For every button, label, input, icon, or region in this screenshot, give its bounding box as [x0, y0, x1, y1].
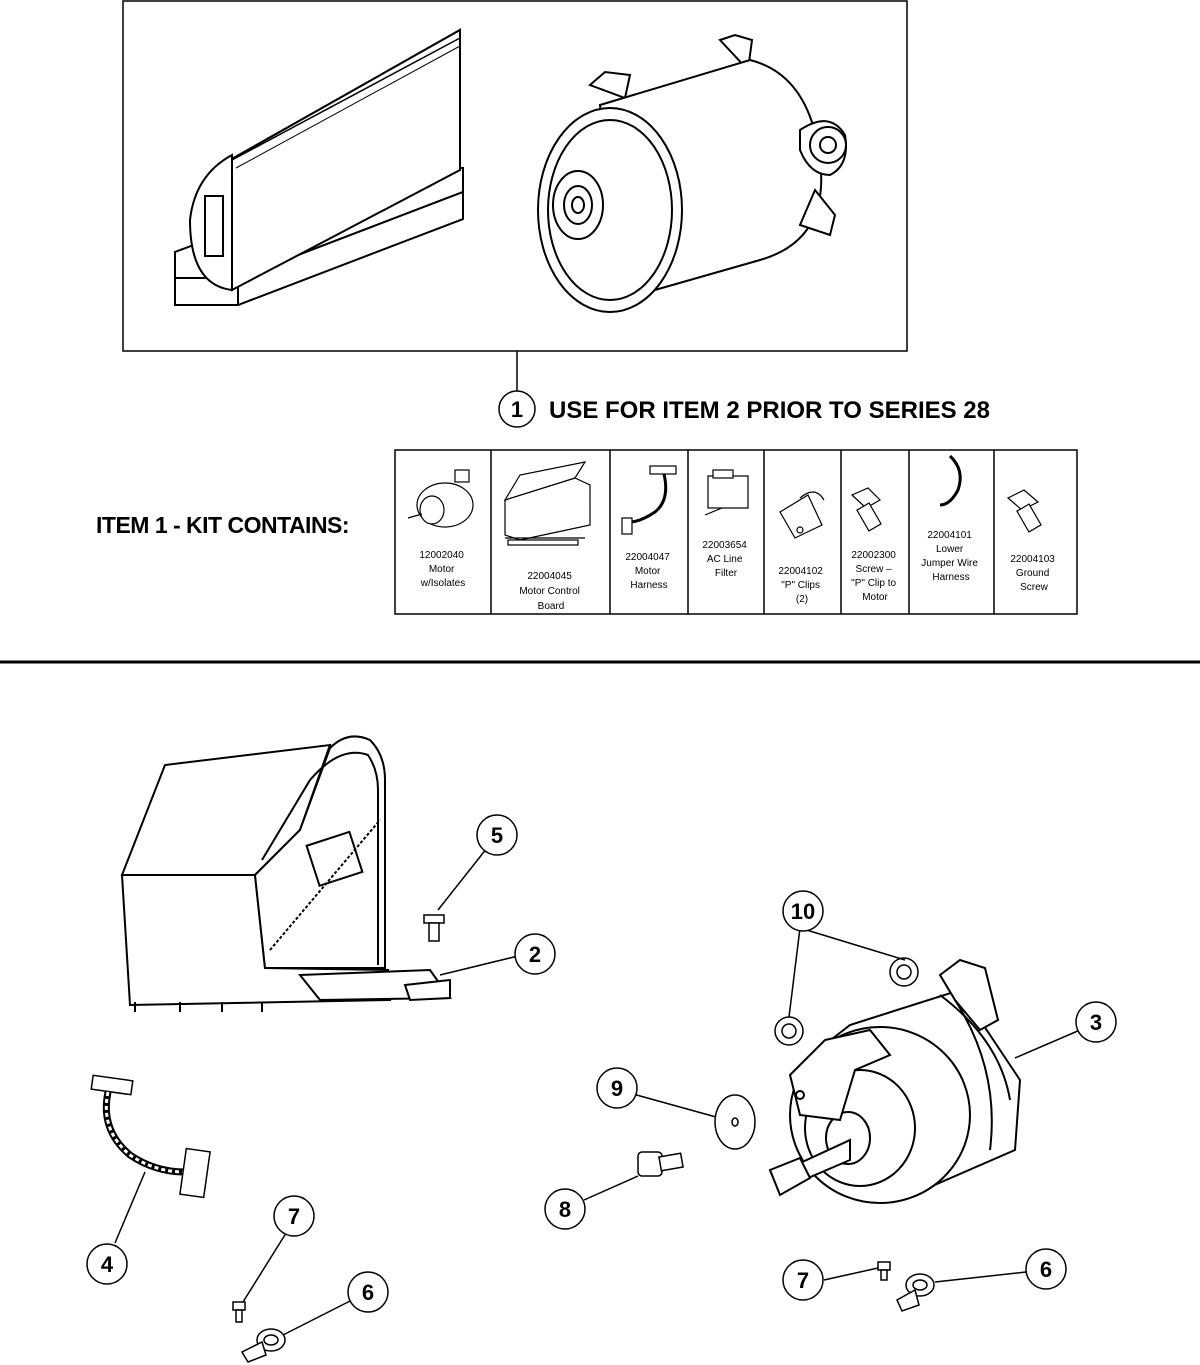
- part-6-p-clip-right: [896, 1273, 935, 1312]
- kit-motor-icon: [407, 469, 474, 528]
- callout-9-circle: [596, 1067, 638, 1109]
- headline-text: USE FOR ITEM 2 PRIOR TO SERIES 28: [549, 397, 990, 424]
- callout-6-right-circle: [1025, 1248, 1067, 1290]
- callout-2-number: 2: [529, 942, 541, 967]
- kit-illustration-box: [122, 0, 908, 352]
- part-9-washer: [714, 1094, 756, 1150]
- kit-part-label-screw: 22002300 Screw – "P" Clip to Motor: [851, 550, 899, 603]
- kit-screw-icon: [850, 487, 882, 532]
- kit-part-label-p-clips: 22004102 "P" Clips (2): [778, 566, 825, 605]
- callout-4-circle: [86, 1243, 128, 1285]
- callout-5-number: 5: [491, 823, 503, 848]
- callout-9-number: 9: [611, 1076, 623, 1101]
- callout-8-circle: [544, 1188, 586, 1230]
- part-4-harness: [90, 1074, 211, 1199]
- control-board-housing-illustration: [174, 28, 464, 306]
- part-6-p-clip-left: [240, 1328, 286, 1363]
- callout-8-number: 8: [559, 1197, 571, 1222]
- kit-harness-icon: [621, 465, 677, 535]
- headline-item-circle: [498, 390, 536, 428]
- callout-4-number: 4: [101, 1252, 114, 1277]
- kit-contents-table: [394, 449, 1078, 615]
- callout-7-right-number: 7: [797, 1268, 809, 1293]
- callout-leaders: [114, 847, 1081, 1336]
- part-2-control-board-housing: [120, 735, 452, 1012]
- part-3-motor: [768, 958, 1022, 1204]
- kit-part-label-jumper-wire: 22004101 Lower Jumper Wire Harness: [921, 530, 980, 583]
- kit-jumper-wire-icon: [939, 454, 962, 507]
- kit-title: ITEM 1 - KIT CONTAINS:: [96, 512, 349, 538]
- callout-7-right-circle: [782, 1259, 824, 1301]
- headline-item-number: 1: [511, 397, 523, 422]
- callout-2-circle: [514, 933, 556, 975]
- callout-10-number: 10: [791, 899, 815, 924]
- kit-ground-screw-icon: [1006, 489, 1042, 533]
- callout-7-left-number: 7: [288, 1204, 300, 1229]
- part-10-grommet-lower: [774, 1016, 804, 1046]
- kit-part-label-line-filter: 22003654 AC Line Filter: [702, 540, 749, 579]
- kit-control-board-icon: [503, 461, 591, 546]
- callout-3-number: 3: [1090, 1010, 1102, 1035]
- part-10-grommet-upper: [889, 957, 919, 987]
- part-8-bolt: [637, 1151, 684, 1177]
- callout-10-circle: [782, 890, 824, 932]
- callout-3-circle: [1075, 1001, 1117, 1043]
- motor-illustration: [537, 33, 847, 313]
- part-5-screw: [423, 914, 445, 942]
- callout-6-left-number: 6: [362, 1280, 374, 1305]
- kit-part-label-control-board: 22004045 Motor Control Board: [519, 571, 582, 612]
- kit-line-filter-icon: [704, 469, 749, 516]
- part-7-screw-right: [877, 1261, 891, 1281]
- part-7-screw-left: [232, 1301, 246, 1323]
- callout-6-left-circle: [347, 1271, 389, 1313]
- kit-part-label-ground-screw: 22004103 Ground Screw: [1010, 554, 1057, 593]
- callout-5-circle: [476, 814, 518, 856]
- kit-part-label-motor: 12002040 Motor w/Isolates: [419, 550, 466, 589]
- kit-p-clip-icon: [779, 491, 825, 539]
- callout-7-left-circle: [273, 1195, 315, 1237]
- kit-part-label-harness: 22004047 Motor Harness: [625, 552, 672, 591]
- callout-6-right-number: 6: [1040, 1257, 1052, 1282]
